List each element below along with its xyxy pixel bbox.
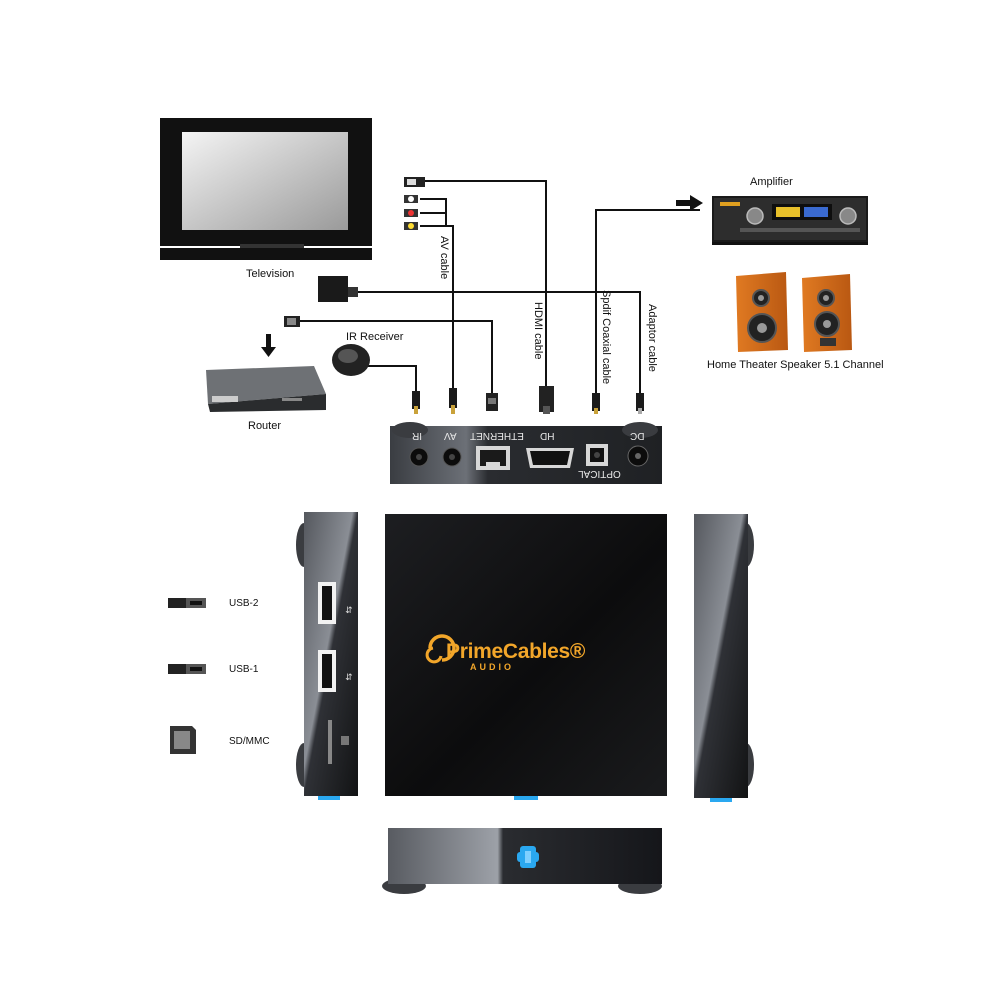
svg-text:⇆: ⇆ bbox=[343, 606, 353, 614]
hdmi-port-icon bbox=[526, 448, 574, 468]
amplifier-label: Amplifier bbox=[750, 176, 793, 188]
optical-port-label: OPTICAL bbox=[578, 468, 621, 479]
arrow-right-icon bbox=[676, 195, 703, 211]
usb-1-label: USB-1 bbox=[229, 664, 259, 675]
top-view bbox=[385, 514, 667, 800]
ethernet-cable-line bbox=[300, 320, 493, 395]
ethernet-port-icon bbox=[476, 446, 510, 470]
optical-port-icon bbox=[586, 444, 608, 466]
back-panel bbox=[390, 422, 662, 484]
ethernet-port-label: ETHERNET bbox=[470, 430, 524, 441]
power-adaptor-icon bbox=[318, 276, 358, 302]
front-view bbox=[382, 828, 662, 894]
sd-card-legend-icon bbox=[170, 726, 196, 754]
spdif-cable-line bbox=[595, 209, 700, 395]
adaptor-cable-label: Adaptor cable bbox=[646, 304, 658, 372]
usb-2-legend-icon bbox=[168, 598, 206, 608]
cable-lines bbox=[300, 180, 700, 395]
av-cable-label: AV cable bbox=[438, 236, 450, 280]
hdmi-cable-line bbox=[425, 180, 547, 390]
brand-subtitle: AUDIO bbox=[470, 662, 514, 672]
panel-side-plugs bbox=[412, 386, 644, 414]
brand-name: PrimeCables® bbox=[446, 640, 586, 663]
primecables-logo-icon bbox=[425, 634, 456, 664]
speaker-left-icon bbox=[736, 272, 788, 352]
speaker-right-icon bbox=[802, 274, 852, 352]
usb-1-legend-icon bbox=[168, 664, 206, 674]
tv-side-plugs bbox=[404, 177, 425, 230]
power-led-icon bbox=[517, 846, 539, 868]
sd-slot-icon bbox=[328, 720, 349, 764]
router-label: Router bbox=[248, 420, 282, 432]
dc-port-label: DC bbox=[630, 430, 645, 441]
right-side-view bbox=[694, 514, 754, 802]
ir-cable-line bbox=[366, 365, 417, 395]
left-side-view: ⇆ ⇆ bbox=[296, 512, 358, 800]
hdmi-cable-label: HDMI cable bbox=[532, 302, 544, 360]
usb-2-port-icon bbox=[318, 582, 336, 624]
ir-receiver-icon bbox=[332, 344, 370, 376]
ir-receiver-label: IR Receiver bbox=[346, 331, 404, 343]
av-port-label: AV bbox=[444, 430, 457, 441]
television-label: Television bbox=[246, 268, 295, 280]
ethernet-plug-icon bbox=[284, 316, 300, 327]
television-icon bbox=[160, 118, 372, 260]
usb-2-label: USB-2 bbox=[229, 598, 259, 609]
ir-port-label: IR bbox=[412, 430, 422, 441]
speakers-label: Home Theater Speaker 5.1 Channel bbox=[707, 359, 884, 371]
router-icon bbox=[206, 366, 326, 412]
spdif-cable-label: Spdif Coaxial cable bbox=[600, 290, 612, 385]
arrow-down-icon bbox=[261, 334, 276, 357]
hd-port-label: HD bbox=[540, 430, 555, 441]
adaptor-cable-line bbox=[352, 291, 641, 395]
amplifier-icon bbox=[712, 196, 868, 245]
av-cable-line bbox=[446, 225, 454, 392]
usb-1-port-icon bbox=[318, 650, 336, 692]
sd-mmc-label: SD/MMC bbox=[229, 736, 270, 747]
svg-text:⇆: ⇆ bbox=[343, 673, 353, 681]
